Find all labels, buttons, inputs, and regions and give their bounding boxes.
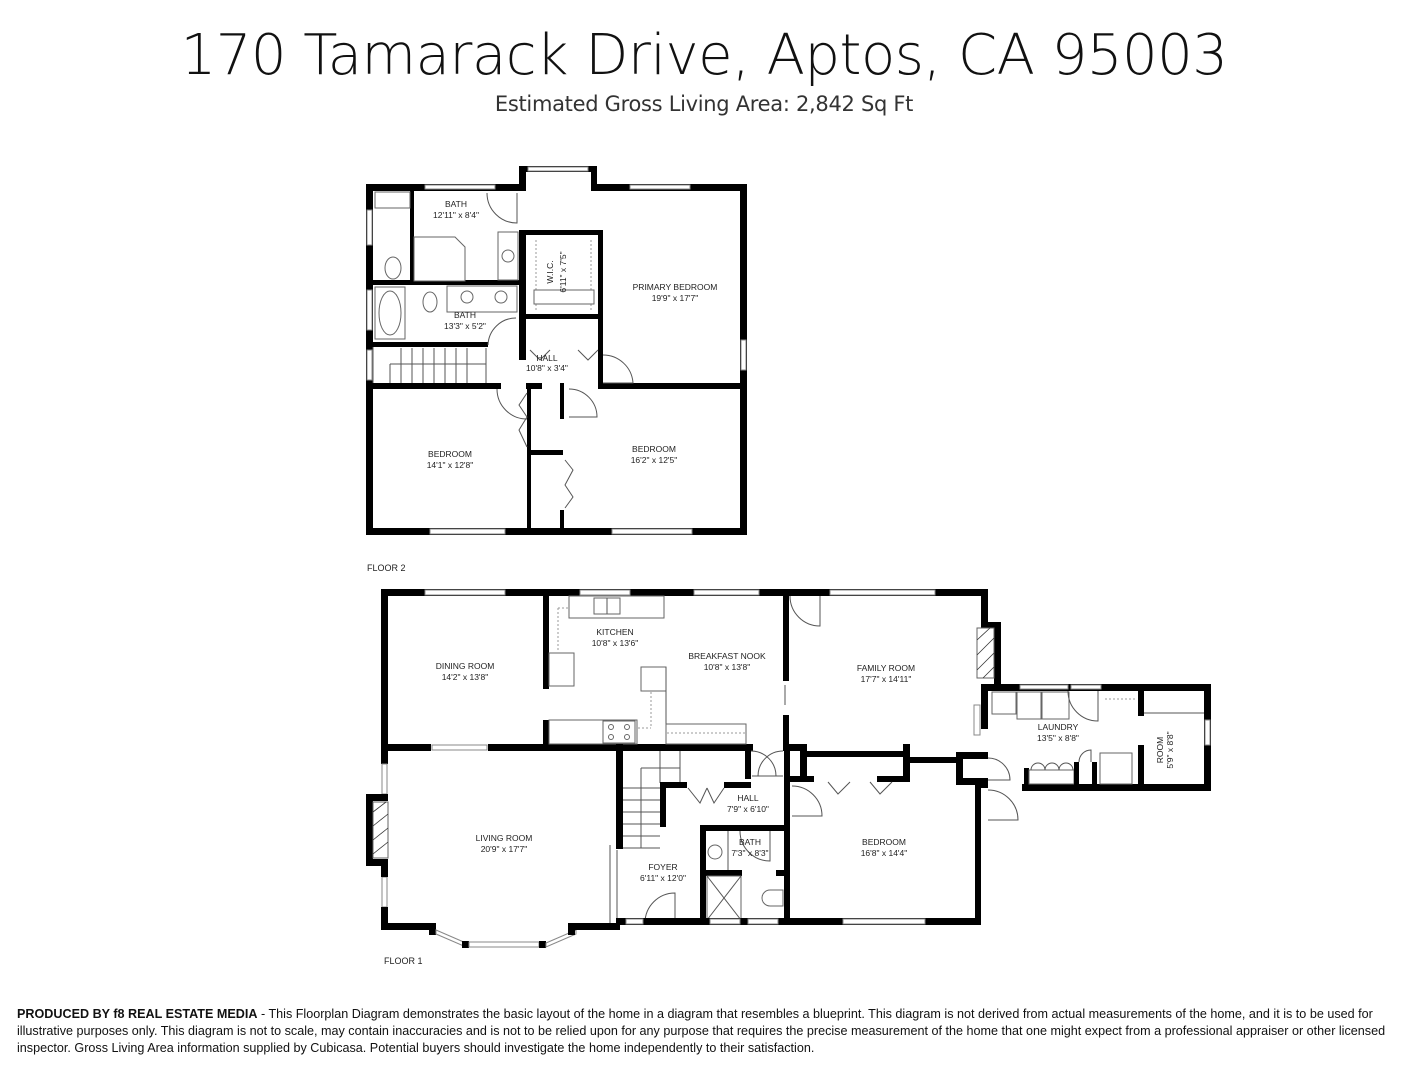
room-name: HALL <box>737 793 759 803</box>
svg-text:BREAKFAST NOOK: BREAKFAST NOOK <box>688 651 766 661</box>
room-dims: 10'8" x 3'4" <box>526 363 568 373</box>
svg-text:13'3" x 5'2": 13'3" x 5'2" <box>444 321 486 331</box>
room-name: LAUNDRY <box>1038 722 1079 732</box>
room-name: BATH <box>739 837 761 847</box>
room-dims: 10'8" x 13'8" <box>704 662 751 672</box>
disclaimer-text: - This Floorplan Diagram demonstrates th… <box>17 1007 1386 1055</box>
room-dims: 7'3" x 8'3" <box>731 848 768 858</box>
svg-text:7'3" x 8'3": 7'3" x 8'3" <box>731 848 768 858</box>
room-dims: 17'7" x 14'11" <box>861 674 912 684</box>
room-name: PRIMARY BEDROOM <box>633 282 718 292</box>
room-dims: 16'8" x 14'4" <box>861 848 908 858</box>
room-dims: 5'9" x 8'8" <box>1165 731 1175 768</box>
svg-text:20'9" x 17'7": 20'9" x 17'7" <box>481 844 528 854</box>
svg-text:16'2" x 12'5": 16'2" x 12'5" <box>631 455 678 465</box>
svg-text:FLOOR 1: FLOOR 1 <box>384 956 423 966</box>
staircase-floor-1 <box>623 751 681 849</box>
staircase-floor-2 <box>372 347 487 383</box>
gross-living-area: Estimated Gross Living Area: 2,842 Sq Ft <box>494 92 914 116</box>
svg-text:DINING ROOM: DINING ROOM <box>436 661 495 671</box>
room-name: KITCHEN <box>596 627 633 637</box>
room-name: FOYER <box>648 862 677 872</box>
svg-text:BATH: BATH <box>445 199 467 209</box>
room-name: BEDROOM <box>862 837 906 847</box>
svg-text:14'1" x 12'8": 14'1" x 12'8" <box>427 460 474 470</box>
svg-text:6'11" x 12'0": 6'11" x 12'0" <box>640 873 686 883</box>
svg-text:7'9" x 6'10": 7'9" x 6'10" <box>727 804 769 814</box>
svg-text:14'2" x 13'8": 14'2" x 13'8" <box>442 672 489 682</box>
room-dims: 6'11" x 7'5" <box>558 251 568 292</box>
svg-text:W.I.C.: W.I.C. <box>545 260 555 283</box>
room-name: BREAKFAST NOOK <box>688 651 766 661</box>
room-dims: 6'11" x 12'0" <box>640 873 686 883</box>
floor-1-label: FLOOR 1 <box>384 956 423 966</box>
page-title: 170 Tamarack Drive, Aptos, CA 95003 <box>180 23 1228 88</box>
svg-text:LAUNDRY: LAUNDRY <box>1038 722 1079 732</box>
room-dims: 12'11" x 8'4" <box>433 210 479 220</box>
room-name: BATH <box>445 199 467 209</box>
room-name: BEDROOM <box>632 444 676 454</box>
svg-text:FLOOR 2: FLOOR 2 <box>367 563 406 573</box>
svg-text:HALL: HALL <box>737 793 759 803</box>
svg-text:FAMILY ROOM: FAMILY ROOM <box>857 663 915 673</box>
svg-text:BEDROOM: BEDROOM <box>428 449 472 459</box>
svg-text:FOYER: FOYER <box>648 862 677 872</box>
room-name: FAMILY ROOM <box>857 663 915 673</box>
svg-text:HALL: HALL <box>536 353 558 363</box>
floor-2-plan: BATH 12'11" x 8'4" W.I.C. 6'11" x 7'5" P… <box>366 166 747 573</box>
svg-text:16'8" x 14'4": 16'8" x 14'4" <box>861 848 908 858</box>
svg-text:5'9" x 8'8": 5'9" x 8'8" <box>1165 731 1175 768</box>
room-dims: 10'8" x 13'6" <box>592 638 639 648</box>
floor-plan-diagram: BATH 12'11" x 8'4" W.I.C. 6'11" x 7'5" P… <box>366 166 1211 966</box>
svg-text:10'8" x 13'6": 10'8" x 13'6" <box>592 638 639 648</box>
fireplace-hatch <box>372 801 389 855</box>
svg-text:13'5" x 8'8": 13'5" x 8'8" <box>1037 733 1079 743</box>
svg-text:BATH: BATH <box>454 310 476 320</box>
room-dims: 7'9" x 6'10" <box>727 804 769 814</box>
svg-text:BEDROOM: BEDROOM <box>632 444 676 454</box>
svg-text:10'8" x 3'4": 10'8" x 3'4" <box>526 363 568 373</box>
svg-text:12'11" x 8'4": 12'11" x 8'4" <box>433 210 479 220</box>
room-dims: 14'1" x 12'8" <box>427 460 474 470</box>
svg-text:6'11" x 7'5": 6'11" x 7'5" <box>558 251 568 292</box>
room-name: LIVING ROOM <box>476 833 533 843</box>
room-dims: 13'3" x 5'2" <box>444 321 486 331</box>
svg-text:17'7" x 14'11": 17'7" x 14'11" <box>861 674 912 684</box>
room-name: BATH <box>454 310 476 320</box>
floor-2-label: FLOOR 2 <box>367 563 406 573</box>
svg-text:PRIMARY BEDROOM: PRIMARY BEDROOM <box>633 282 718 292</box>
svg-text:19'9" x 17'7": 19'9" x 17'7" <box>652 293 699 303</box>
room-name: W.I.C. <box>545 260 555 283</box>
svg-text:ROOM: ROOM <box>1155 737 1165 763</box>
svg-text:KITCHEN: KITCHEN <box>596 627 633 637</box>
room-name: BEDROOM <box>428 449 472 459</box>
producer-credit: PRODUCED BY f8 REAL ESTATE MEDIA <box>17 1007 258 1021</box>
room-dims: 14'2" x 13'8" <box>442 672 489 682</box>
room-name: ROOM <box>1155 737 1165 763</box>
disclaimer: PRODUCED BY f8 REAL ESTATE MEDIA - This … <box>17 1006 1392 1057</box>
floor-1-plan: DINING ROOM 14'2" x 13'8" KITCHEN 10'8" … <box>366 589 1211 966</box>
room-name: DINING ROOM <box>436 661 495 671</box>
room-dims: 19'9" x 17'7" <box>652 293 699 303</box>
svg-text:BATH: BATH <box>739 837 761 847</box>
svg-text:LIVING ROOM: LIVING ROOM <box>476 833 533 843</box>
room-dims: 16'2" x 12'5" <box>631 455 678 465</box>
svg-text:10'8" x 13'8": 10'8" x 13'8" <box>704 662 751 672</box>
fireplace-hatch <box>976 627 995 679</box>
svg-text:BEDROOM: BEDROOM <box>862 837 906 847</box>
room-dims: 20'9" x 17'7" <box>481 844 528 854</box>
room-name: HALL <box>536 353 558 363</box>
room-dims: 13'5" x 8'8" <box>1037 733 1079 743</box>
